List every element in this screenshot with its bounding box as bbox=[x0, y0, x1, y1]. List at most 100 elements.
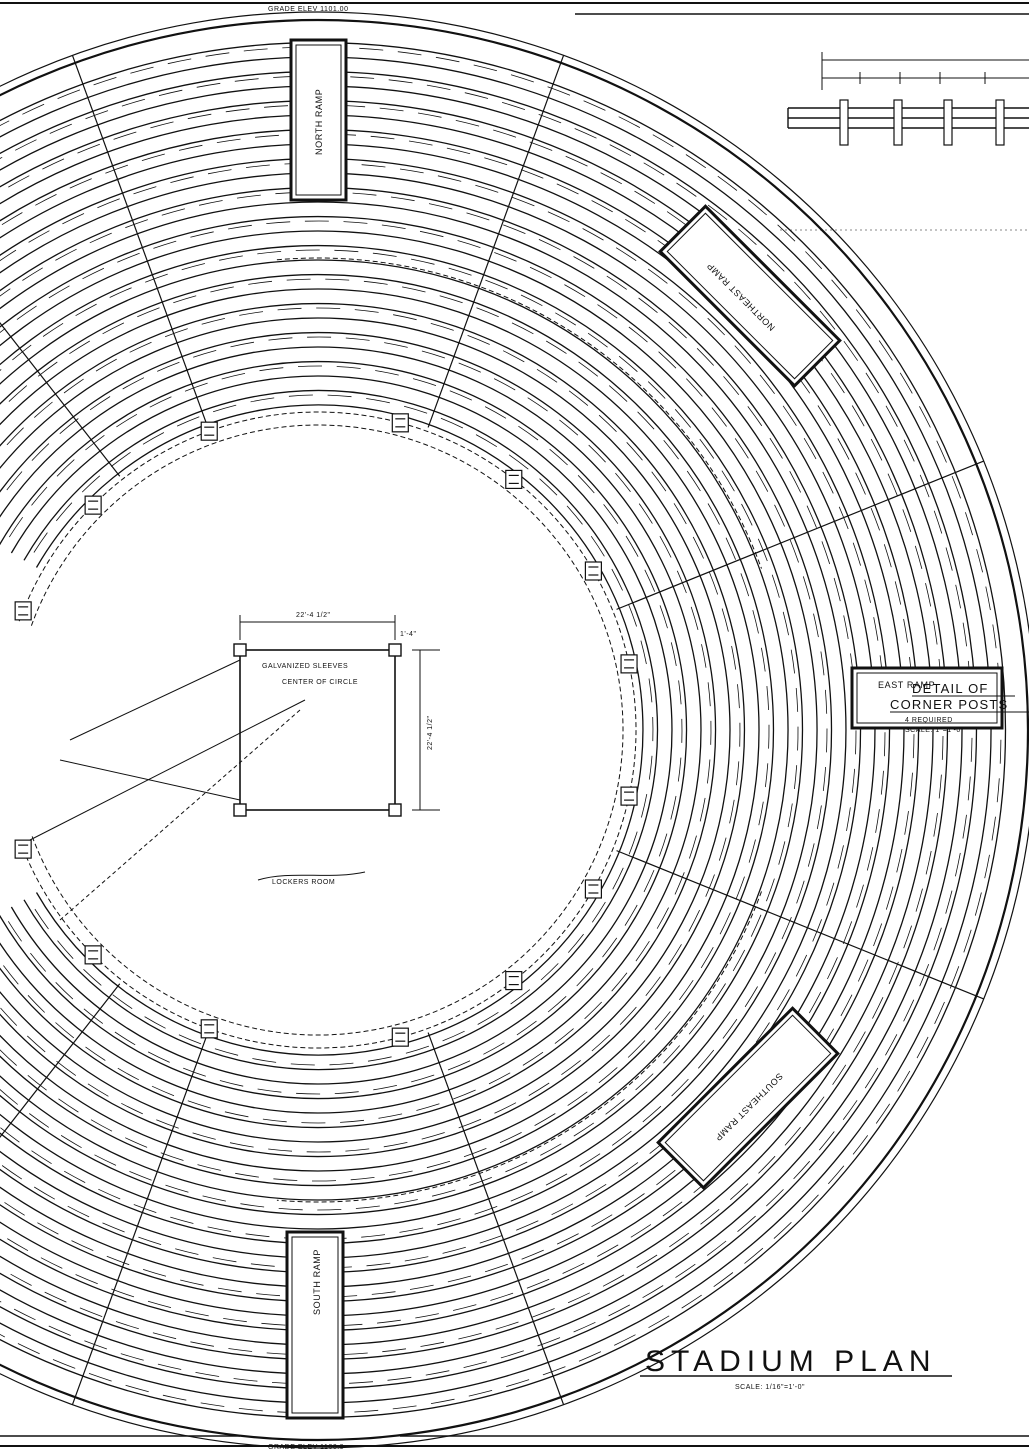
bench-slot bbox=[538, 114, 562, 124]
bench-slot bbox=[707, 682, 711, 707]
bench-slot bbox=[606, 275, 627, 290]
bench-slot bbox=[615, 472, 631, 492]
bench-slot bbox=[426, 1160, 451, 1169]
bench-slot bbox=[102, 322, 125, 335]
bench-slot bbox=[214, 1048, 239, 1056]
bench-slot bbox=[117, 1067, 139, 1081]
bench-slot bbox=[34, 401, 53, 418]
bench-slot bbox=[165, 1184, 189, 1193]
bench-slot bbox=[288, 394, 313, 397]
bench-slot bbox=[192, 1132, 216, 1140]
bench-slot bbox=[93, 77, 117, 86]
bench-slot bbox=[625, 535, 639, 557]
bench-slot bbox=[343, 1352, 368, 1355]
tier-arc bbox=[0, 346, 702, 1114]
bench-slot bbox=[766, 878, 775, 902]
bench-slot bbox=[375, 370, 399, 376]
bench-slot bbox=[458, 1332, 482, 1340]
bench-slot bbox=[239, 311, 264, 316]
bench-slot bbox=[668, 321, 687, 339]
bench-slot bbox=[787, 803, 793, 828]
bench-slot bbox=[85, 434, 105, 451]
bench-slot bbox=[145, 273, 168, 283]
bench-slot bbox=[199, 200, 223, 206]
bench-slot bbox=[228, 224, 252, 230]
bench-slot bbox=[439, 295, 463, 304]
bench-slot bbox=[574, 128, 597, 139]
bench-slot bbox=[700, 947, 714, 969]
bench-slot bbox=[833, 577, 841, 602]
bench-slot bbox=[816, 805, 822, 830]
bench-slot bbox=[121, 98, 146, 107]
section-divider bbox=[427, 1032, 565, 1405]
bench-slot bbox=[536, 368, 558, 383]
bench-slot bbox=[416, 1103, 440, 1111]
tier-arc bbox=[0, 186, 862, 1274]
tier-arc bbox=[0, 259, 789, 1201]
bench-slot bbox=[896, 849, 903, 873]
bench-slot bbox=[390, 196, 415, 202]
bench-slot bbox=[938, 774, 942, 799]
bench-slot bbox=[435, 56, 460, 63]
bench-slot bbox=[257, 1088, 282, 1093]
tier-arc bbox=[0, 56, 992, 1404]
bench-slot bbox=[602, 1274, 625, 1287]
bench-slot bbox=[449, 390, 472, 401]
bench-slot bbox=[873, 923, 883, 947]
bench-slot bbox=[133, 186, 157, 195]
bench-slot bbox=[688, 909, 700, 932]
bench-slot bbox=[224, 1111, 249, 1118]
bench-slot bbox=[897, 1070, 911, 1092]
bench-slot bbox=[611, 1130, 632, 1146]
bench-slot bbox=[493, 378, 516, 391]
bench-slot bbox=[31, 443, 50, 461]
bench-slot bbox=[240, 1203, 265, 1208]
bench-slot bbox=[643, 162, 665, 176]
bench-slot bbox=[851, 768, 855, 793]
bench-slot bbox=[511, 196, 535, 207]
bench-slot bbox=[741, 503, 753, 526]
bench-slot bbox=[202, 1195, 226, 1202]
bench-slot bbox=[55, 982, 74, 1000]
section-divider bbox=[0, 322, 121, 477]
drawing-scale: SCALE: 1/16"=1'-0" bbox=[735, 1384, 805, 1391]
bench-slot bbox=[520, 294, 543, 307]
bench-slot bbox=[576, 968, 594, 987]
bench-slot bbox=[732, 949, 746, 972]
bench-slot bbox=[144, 1016, 166, 1029]
bench-slot bbox=[55, 248, 77, 261]
bench-slot bbox=[442, 1030, 465, 1042]
bench-slot bbox=[79, 1307, 103, 1317]
bench-slot bbox=[600, 172, 622, 185]
bench-slot bbox=[865, 372, 879, 394]
bench-slot bbox=[219, 255, 243, 261]
bench-slot bbox=[537, 1337, 561, 1347]
bench-slot bbox=[625, 218, 646, 233]
bench-slot bbox=[1, 1165, 23, 1180]
bench-slot bbox=[591, 200, 613, 213]
bench-slot bbox=[402, 286, 426, 293]
bench-slot bbox=[34, 908, 49, 930]
bench-slot bbox=[17, 1343, 40, 1355]
bench-slot bbox=[329, 1062, 354, 1066]
bench-slot bbox=[430, 1398, 455, 1404]
bench-slot bbox=[42, 322, 64, 337]
column-markers bbox=[14, 413, 638, 1047]
bench-slot bbox=[916, 1036, 929, 1059]
bench-slot bbox=[698, 1049, 715, 1069]
bench-slot bbox=[587, 332, 608, 348]
bench-slot bbox=[658, 351, 677, 369]
bench-slot bbox=[388, 79, 413, 84]
bench-slot bbox=[790, 649, 795, 674]
tier-arc bbox=[0, 273, 775, 1187]
bench-slot bbox=[411, 258, 435, 265]
column-box bbox=[505, 970, 523, 991]
bench-slot bbox=[758, 801, 764, 826]
bench-slot bbox=[651, 471, 667, 492]
bench-slot bbox=[707, 759, 711, 784]
bench-slot bbox=[58, 1098, 79, 1113]
bench-slot bbox=[426, 84, 451, 90]
bench-slot bbox=[121, 1102, 143, 1115]
bench-slot bbox=[16, 305, 37, 320]
